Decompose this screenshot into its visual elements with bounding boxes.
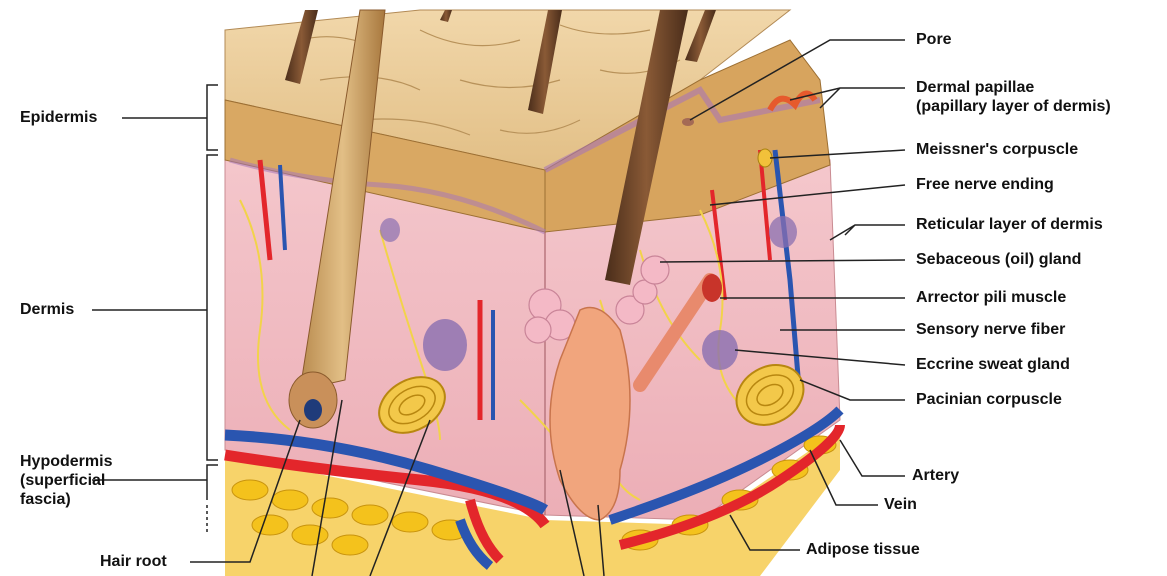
meissners-corpuscle-shape xyxy=(758,149,772,167)
label-epidermis: Epidermis xyxy=(20,108,97,127)
label-dermal-papillae: Dermal papillae (papillary layer of derm… xyxy=(916,78,1111,116)
label-sebaceous-gland: Sebaceous (oil) gland xyxy=(916,250,1081,269)
label-meissners-corpuscle: Meissner's corpuscle xyxy=(916,140,1078,159)
label-eccrine-sweat-gland: Eccrine sweat gland xyxy=(916,355,1070,374)
label-vein: Vein xyxy=(884,495,917,514)
label-adipose-tissue: Adipose tissue xyxy=(806,540,920,559)
label-hair-root: Hair root xyxy=(100,552,167,571)
label-sensory-nerve-fiber: Sensory nerve fiber xyxy=(916,320,1065,339)
label-arrector-pili: Arrector pili muscle xyxy=(916,288,1066,307)
label-hypodermis: Hypodermis (superficial fascia) xyxy=(20,452,112,509)
label-dermis: Dermis xyxy=(20,300,74,319)
label-pore: Pore xyxy=(916,30,952,49)
layer-brackets xyxy=(207,85,218,532)
leader-lines-left xyxy=(92,118,207,480)
label-reticular-layer: Reticular layer of dermis xyxy=(916,215,1103,234)
label-artery: Artery xyxy=(912,466,959,485)
label-pacinian-corpuscle: Pacinian corpuscle xyxy=(916,390,1062,409)
label-free-nerve-ending: Free nerve ending xyxy=(916,175,1054,194)
